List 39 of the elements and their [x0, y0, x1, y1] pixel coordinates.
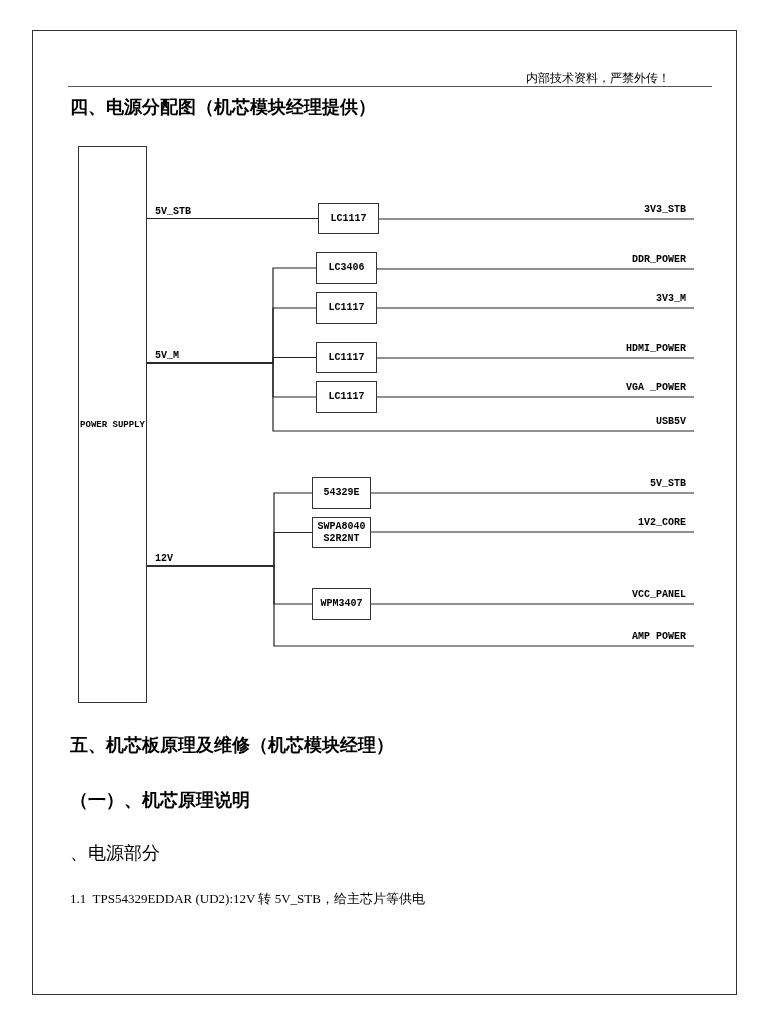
output-net-label: VCC_PANEL — [594, 589, 694, 604]
output-net-label: AMP POWER — [594, 631, 694, 646]
output-net-label: 3V3_STB — [594, 204, 694, 219]
title: 四、电源分配图（机芯模块经理提供） — [70, 96, 376, 119]
wire — [376, 307, 695, 309]
wire — [370, 603, 695, 605]
net-label: 5V_M — [155, 349, 179, 363]
output-net-label: 3V3_M — [594, 293, 694, 308]
regulator-box: LC1117 — [316, 342, 377, 373]
body-text: 1.1 TPS54329EDDAR (UD2):12V 转 5V_STB，给主芯片等供电 — [70, 890, 425, 908]
wire — [376, 267, 695, 270]
output-net-label: HDMI_POWER — [594, 343, 694, 358]
wire — [378, 217, 695, 220]
header-note: 内部技术资料，严禁外传！ — [525, 70, 670, 87]
wire — [376, 396, 695, 398]
net-label: 12V — [155, 552, 173, 566]
subsection-heading: 、电源部分 — [70, 842, 160, 865]
regulator-box: 54329E — [312, 477, 371, 509]
wire — [376, 356, 695, 359]
regulator-box: LC3406 — [316, 252, 377, 284]
output-net-label: 1V2_CORE — [594, 517, 694, 532]
subsection-heading: （一）、机芯原理说明 — [70, 789, 250, 812]
output-net-label: VGA _POWER — [594, 382, 694, 397]
wire — [146, 217, 319, 220]
output-net-label: USB5V — [594, 416, 694, 431]
output-net-label: DDR_POWER — [594, 254, 694, 269]
regulator-box: LC1117 — [316, 381, 377, 413]
section-heading: 五、机芯板原理及维修（机芯模块经理） — [70, 734, 394, 757]
power-supply-box: POWER SUPPLY — [78, 146, 147, 703]
regulator-box: WPM3407 — [312, 588, 371, 620]
wire — [370, 531, 695, 534]
regulator-box: SWPA8040S2R2NT — [312, 517, 371, 548]
regulator-box: LC1117 — [316, 292, 377, 324]
wire — [370, 492, 695, 494]
wire — [146, 565, 695, 647]
regulator-box: LC1117 — [318, 203, 379, 234]
wire — [146, 362, 695, 432]
output-net-label: 5V_STB — [594, 478, 694, 493]
net-label: 5V_STB — [155, 205, 191, 219]
